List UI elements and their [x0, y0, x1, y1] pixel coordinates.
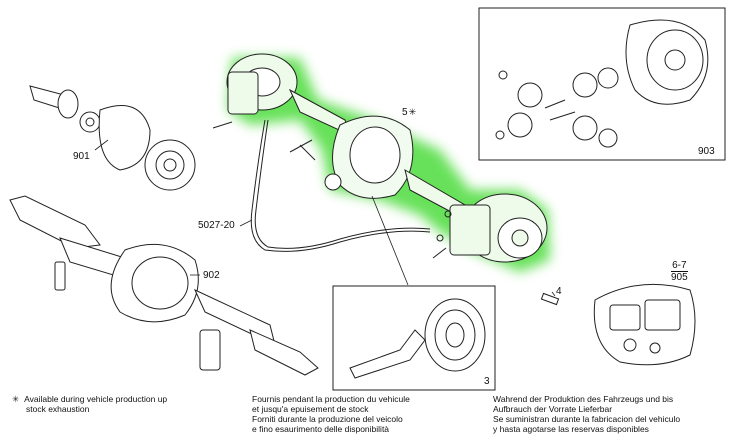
- leader-5027: [239, 219, 253, 227]
- asterisk-icon: ✳: [408, 107, 417, 117]
- note-en-line-1: Available during vehicle production up: [24, 394, 168, 404]
- part-902-housing[interactable]: [9, 195, 319, 376]
- note-french-italian: Fournis pendant la production du vehicul…: [252, 394, 410, 434]
- callout-5: 5✳: [402, 107, 417, 118]
- asterisk-icon: ✳: [12, 394, 20, 404]
- axle-bolt-detail: [432, 210, 452, 259]
- callout-901: 901: [73, 151, 90, 162]
- part-3-ring-pinion[interactable]: [349, 298, 486, 379]
- note-es-line-1: Se suministran durante la fabricacion de…: [493, 414, 681, 424]
- callout-905: 6-7 905: [671, 260, 688, 283]
- leader-901: [94, 139, 109, 151]
- note-de-line-1: Wahrend der Produktion des Fahrzeugs und…: [493, 394, 674, 404]
- callout-905-top: 6-7: [671, 260, 688, 272]
- brake-line[interactable]: [250, 119, 431, 252]
- part-901-assembly[interactable]: [29, 85, 196, 191]
- note-english: ✳Available during vehicle production up …: [12, 394, 167, 414]
- callout-5027: 5027-20: [198, 220, 235, 231]
- note-es-line-2: y hasta agotarse las reservas disponible…: [493, 424, 649, 434]
- callout-902: 902: [203, 270, 220, 281]
- part-903-differential[interactable]: [495, 19, 709, 148]
- note-it-line-1: Forniti durante la produzione del veicol…: [252, 414, 403, 424]
- note-de-line-2: Aufbrauch der Vorrate Lieferbar: [493, 404, 613, 414]
- note-fr-line-1: Fournis pendant la production du vehicul…: [252, 394, 410, 404]
- leader-inset-3: [371, 195, 409, 286]
- note-it-line-2: e fino esaurimento delle disponibilità: [252, 424, 390, 434]
- note-german-spanish: Wahrend der Produktion des Fahrzeugs und…: [493, 394, 680, 434]
- part-4-bolt[interactable]: [540, 292, 560, 306]
- note-fr-line-2: et jusqu'a epuisement de stock: [252, 404, 369, 414]
- callout-3: 3: [484, 376, 490, 387]
- callout-903: 903: [698, 146, 715, 157]
- callout-905-bottom: 905: [671, 272, 688, 283]
- main-axle-assembly[interactable]: [212, 53, 548, 263]
- part-905-caliper[interactable]: [593, 283, 696, 366]
- leader-4: [551, 291, 556, 297]
- note-en-line-2: stock exhaustion: [26, 404, 90, 414]
- callout-4: 4: [556, 286, 562, 297]
